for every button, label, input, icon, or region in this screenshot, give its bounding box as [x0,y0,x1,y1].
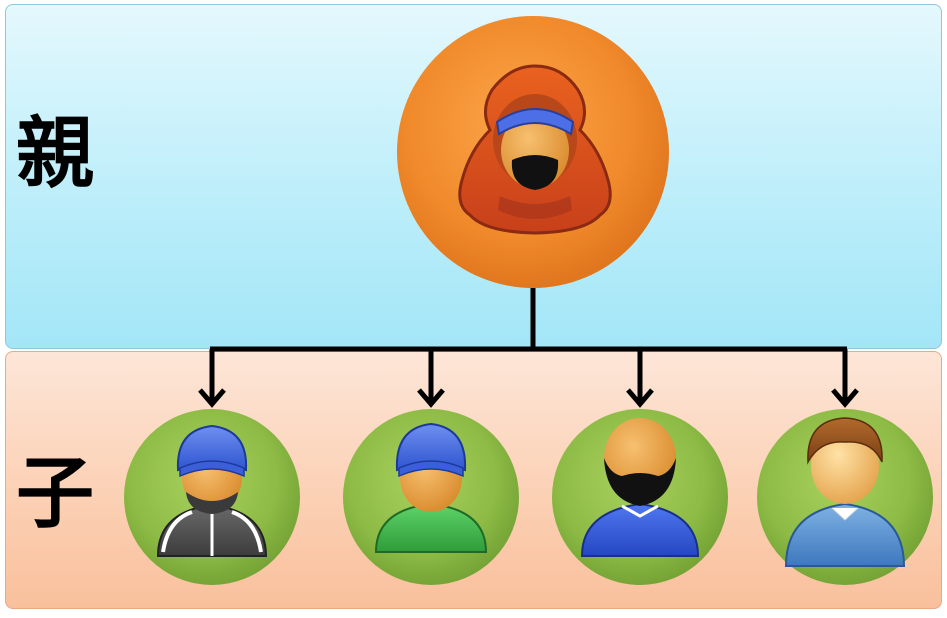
child-node-4 [757,409,933,585]
cap-person-gray-jacket-icon [156,424,268,557]
child-node-3 [552,409,728,585]
arrowhead-2 [417,388,445,408]
arrowhead-4 [831,388,859,408]
arrowhead-1 [198,388,226,408]
parent-label: 親 [16,109,95,199]
arrowhead-3 [626,388,654,408]
child-node-1 [124,409,300,585]
connector-lines [198,288,859,408]
person-blue-sweater-icon [784,417,906,567]
cap-person-green-shirt-icon [374,422,488,553]
parent-node [397,16,669,288]
child-node-2 [343,409,519,585]
child-label: 子 [16,449,95,539]
bearded-person-blue-shirt-icon [580,418,700,557]
hooded-person-icon [458,64,612,235]
